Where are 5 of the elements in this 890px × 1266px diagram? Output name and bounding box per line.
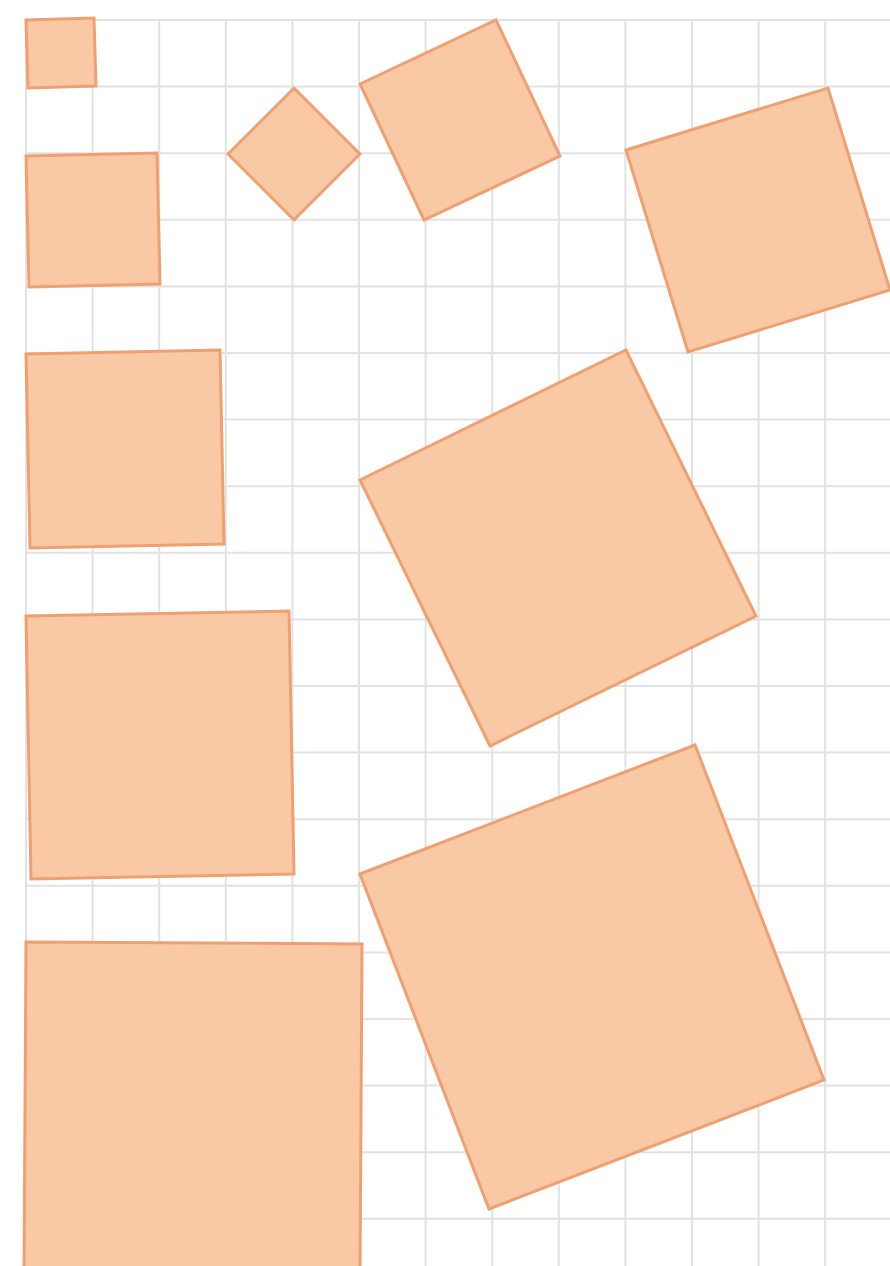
square	[24, 609, 296, 881]
square	[24, 348, 226, 550]
square	[24, 16, 98, 90]
square	[24, 151, 162, 289]
diamond	[225, 85, 363, 223]
